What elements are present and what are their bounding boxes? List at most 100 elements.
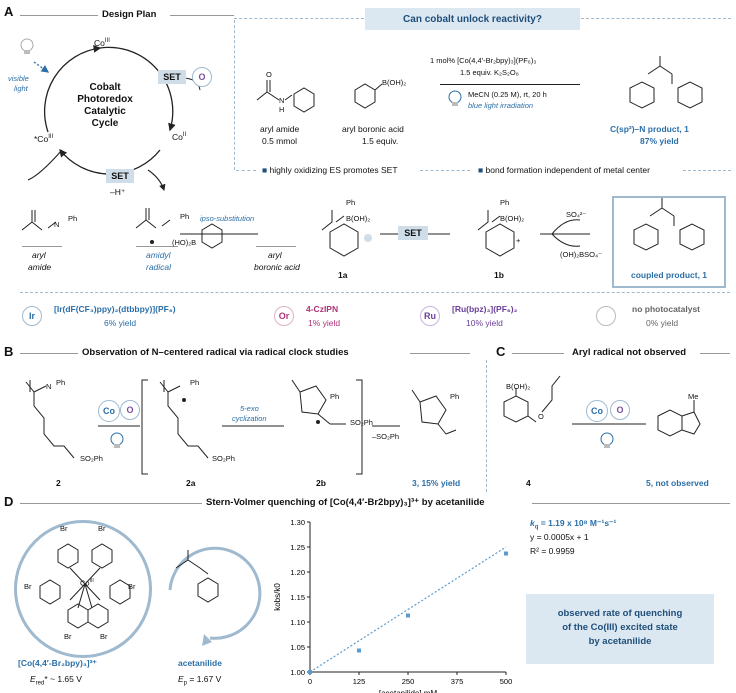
c-boh2: B(OH)₂ bbox=[506, 382, 531, 391]
product-3: 3, 15% yield bbox=[412, 478, 461, 488]
visible-light-label: visible bbox=[8, 74, 29, 83]
kq-line: kq = 1.19 x 10⁸ M⁻¹s⁻¹ bbox=[530, 518, 617, 531]
y-tick-label: 1.25 bbox=[290, 543, 305, 552]
panel-d-title: Stern-Volmer quenching of [Co(4,4′-Br2bp… bbox=[206, 497, 485, 508]
conditions-line1: 1 mol% [Co(4,4′-Br₂bpy)₃](PF₆)₃ bbox=[430, 56, 537, 65]
conditions-line4: blue light irradiation bbox=[468, 101, 534, 110]
b-so2ph3: SO₂Ph bbox=[350, 418, 373, 427]
label-2b: 2b bbox=[316, 478, 326, 488]
label-1a: 1a bbox=[338, 270, 348, 280]
y-axis-label: kobs/k0 bbox=[273, 583, 282, 611]
aryl-amide-label: aryl amide bbox=[260, 124, 300, 134]
co-circle-c: Co bbox=[586, 400, 608, 422]
mech-aryl2: aryl bbox=[268, 250, 282, 260]
aryl-amide-amount: 0.5 mmol bbox=[262, 136, 297, 146]
x-tick-label: 125 bbox=[353, 677, 366, 686]
c-me: Me bbox=[688, 392, 699, 401]
mech-amidyl: amidyl bbox=[146, 250, 171, 260]
mech-radical: radical bbox=[146, 262, 172, 272]
bullet-2: ■ bond formation independent of metal ce… bbox=[478, 165, 650, 175]
aryl-radical-scheme bbox=[503, 375, 701, 437]
amide-h: H bbox=[279, 105, 285, 114]
x-tick-label: 500 bbox=[500, 677, 513, 686]
panel-c-title: Aryl radical not observed bbox=[572, 347, 687, 358]
ru-icon: Ru bbox=[420, 306, 440, 326]
cobalt-question-box: Can cobalt unlock reactivity? bbox=[365, 8, 580, 30]
b-n1: N bbox=[46, 382, 52, 391]
exo-line2: cyclization bbox=[232, 414, 267, 423]
mech-n1: N bbox=[54, 220, 60, 229]
mech-ph4: Ph bbox=[500, 198, 510, 207]
label-1b: 1b bbox=[494, 270, 504, 280]
panel-d-letter: D bbox=[4, 494, 14, 509]
cobalt-complex-structure bbox=[39, 543, 131, 629]
x-tick-label: 375 bbox=[451, 677, 464, 686]
br-6: Br bbox=[100, 632, 108, 641]
data-point bbox=[357, 648, 361, 653]
product-label-top: C(sp²)–N product, 1 bbox=[610, 124, 689, 134]
y-tick-label: 1.30 bbox=[290, 518, 305, 527]
or-icon: Or bbox=[274, 306, 294, 326]
o-circle-b: O bbox=[120, 400, 140, 420]
data-point bbox=[406, 613, 410, 618]
co-center: CoIII bbox=[80, 578, 94, 588]
quench-arc bbox=[168, 546, 262, 646]
mech-amide: amide bbox=[28, 262, 52, 272]
mech-ph2: Ph bbox=[180, 212, 190, 221]
label-2: 2 bbox=[56, 478, 61, 488]
co3-star-label: *CoIII bbox=[34, 134, 54, 144]
fit-equation: y = 0.0005x + 1 bbox=[530, 532, 589, 542]
observed-rate-box: observed rate of quenching of the Co(III… bbox=[526, 594, 714, 664]
panel-b-letter: B bbox=[4, 344, 14, 359]
label-2a: 2a bbox=[186, 478, 196, 488]
empty-circle-icon bbox=[596, 306, 616, 326]
mech-ipso: ipso-substitution bbox=[200, 214, 255, 223]
co3-label: CoIII bbox=[94, 38, 110, 48]
complex-label: [Co(4,4′-Br₂bpy)₃]³⁺ bbox=[18, 658, 97, 668]
light-label: light bbox=[14, 84, 28, 93]
minus-so2ph: –SO₂Ph bbox=[372, 432, 400, 441]
y-tick-label: 1.05 bbox=[290, 643, 305, 652]
b-ph4: Ph bbox=[450, 392, 460, 401]
cycle-center-text: Cobalt Photoredox Catalytic Cycle bbox=[77, 82, 133, 129]
bullet-1: ■ highly oxidizing ES promotes SET bbox=[262, 165, 398, 175]
x-axis-label: [acetanilide] mM bbox=[379, 689, 438, 693]
y-tick-label: 1.15 bbox=[290, 593, 305, 602]
product-5: 5, not observed bbox=[646, 478, 709, 488]
b-ph3: Ph bbox=[330, 392, 340, 401]
mech-so4: SO₄²⁻ bbox=[566, 210, 587, 219]
conditions-line2: 1.5 equiv. K₂S₂O₈ bbox=[460, 68, 519, 77]
panel-b-title: Observation of N–centered radical via ra… bbox=[82, 347, 349, 358]
br-5: Br bbox=[64, 632, 72, 641]
product-yield-top: 87% yield bbox=[640, 136, 679, 146]
c-o: O bbox=[538, 412, 544, 421]
mech-oh2bso4: (OH)₂BSO₄⁻ bbox=[560, 250, 603, 259]
mech-boh2-1: B(OH)₂ bbox=[346, 214, 371, 223]
label-4: 4 bbox=[526, 478, 531, 488]
o-circle-c: O bbox=[610, 400, 630, 420]
boronic-oh2: B(OH)₂ bbox=[382, 78, 407, 87]
mech-boronic-acid: boronic acid bbox=[254, 262, 300, 272]
exo-line1: 5-exo bbox=[240, 404, 259, 413]
aryl-boronic-label: aryl boronic acid bbox=[342, 124, 404, 134]
coupled-product-label: coupled product, 1 bbox=[630, 270, 708, 280]
x-tick-label: 250 bbox=[402, 677, 415, 686]
br-3: Br bbox=[24, 582, 32, 591]
ep-label: Ep = 1.67 V bbox=[178, 674, 222, 687]
ered-label: Ered* ~ 1.65 V bbox=[30, 674, 82, 687]
amide-o: O bbox=[266, 70, 272, 79]
y-tick-label: 1.00 bbox=[290, 668, 305, 677]
set-box-lower: SET bbox=[106, 169, 134, 183]
mech-ph3: Ph bbox=[346, 198, 356, 207]
y-tick-label: 1.10 bbox=[290, 618, 305, 627]
panel-c-letter: C bbox=[496, 344, 506, 359]
fit-line bbox=[309, 546, 507, 673]
r2-value: R² = 0.9959 bbox=[530, 546, 575, 556]
set-box-mech: SET bbox=[398, 226, 428, 240]
br-1: Br bbox=[60, 524, 68, 533]
design-plan-title: Design Plan bbox=[102, 9, 157, 20]
coupled-product-box: coupled product, 1 bbox=[612, 196, 726, 288]
conditions-line3: MeCN (0.25 M), rt, 20 h bbox=[468, 90, 547, 99]
b-ph1: Ph bbox=[56, 378, 66, 387]
